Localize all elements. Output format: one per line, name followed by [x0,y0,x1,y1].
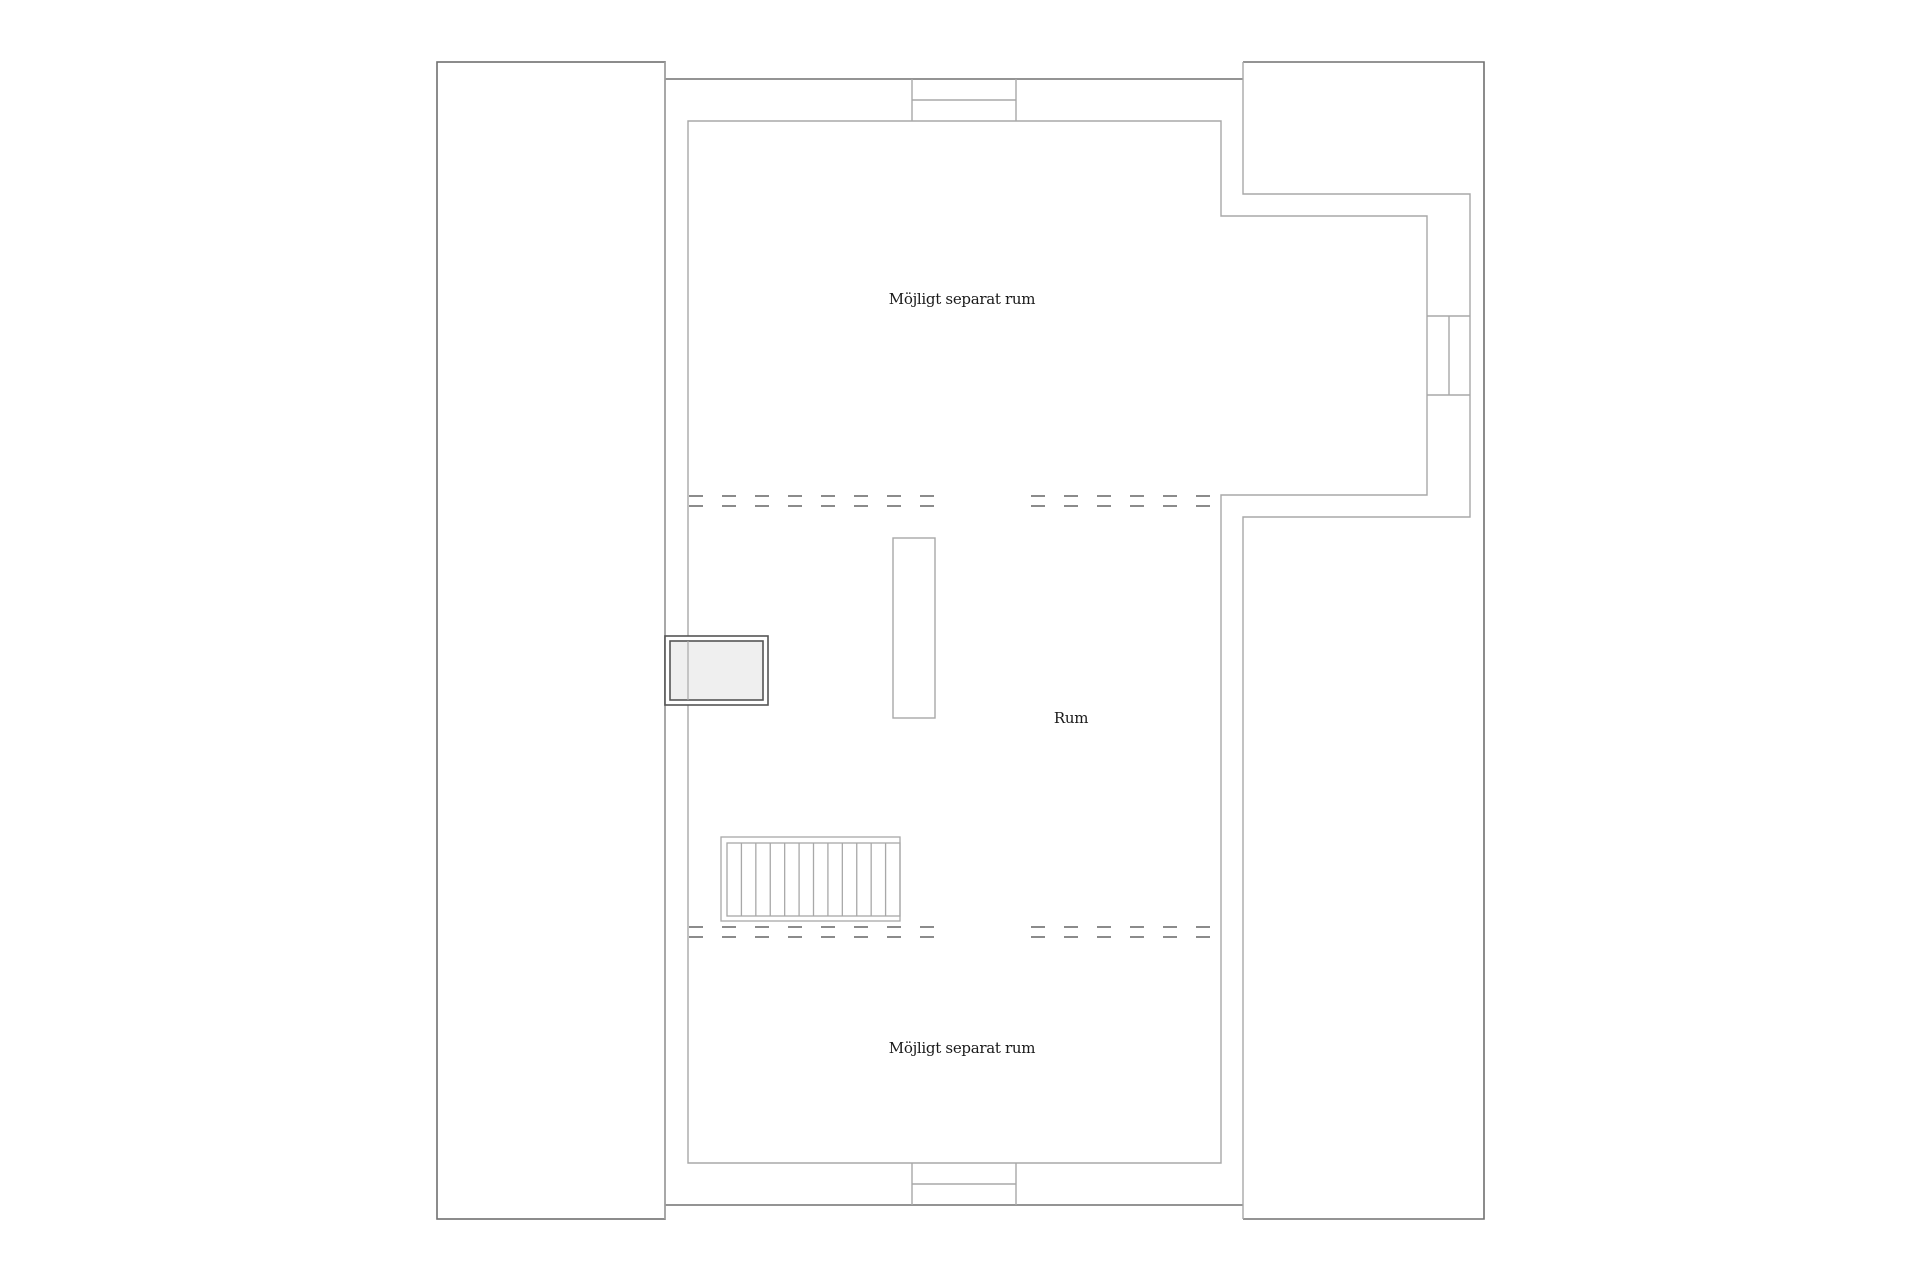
room-label-middle: Rum [1053,709,1089,727]
outer-wall-east-wing [1242,62,1471,1219]
window-east [1427,315,1470,396]
chimney [664,635,769,706]
right-roof-block [1243,61,1485,1220]
roof-slope-dashes [689,495,1210,938]
window-top [911,79,1017,121]
column [892,537,936,719]
room-label-bottom: Möjligt separat rum [888,1039,1036,1057]
room-label-top: Möjligt separat rum [888,290,1036,308]
window-bottom [911,1163,1017,1205]
inner-room-outline [687,120,1428,1164]
stairs [720,836,901,922]
left-roof-block [436,61,666,1220]
